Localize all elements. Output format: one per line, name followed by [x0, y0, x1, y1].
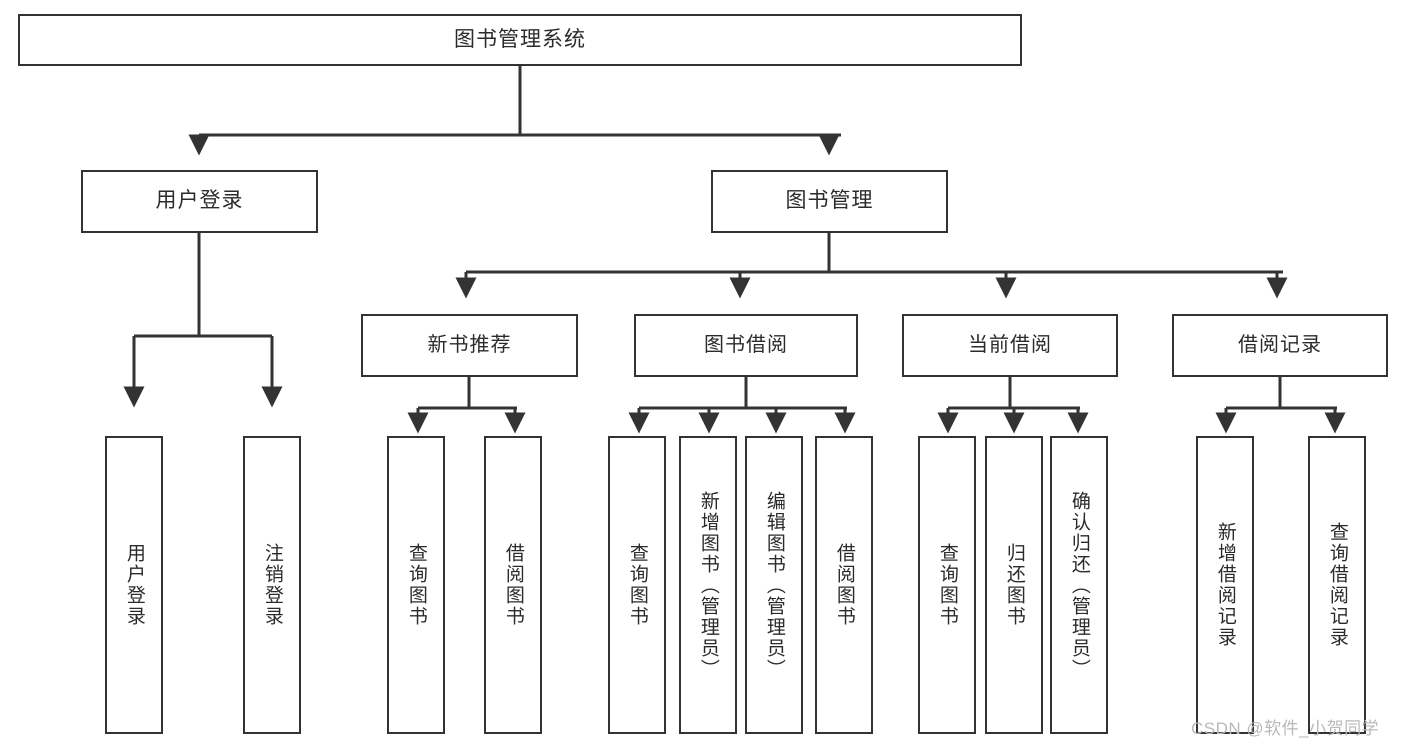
node-user-login[interactable]: 用户登录: [81, 170, 318, 233]
node-label: 确认归还（管理员）: [1068, 490, 1090, 680]
node-label: 新书推荐: [427, 334, 512, 356]
node-label: 归还图书: [1003, 543, 1025, 627]
node-label: 注销登录: [261, 543, 283, 627]
node-label: 当前借阅: [968, 334, 1052, 356]
node-label: 查询图书: [626, 543, 648, 627]
leaf-current-borrow-query[interactable]: 查询图书: [918, 436, 976, 734]
leaf-borrow-record-query[interactable]: 查询借阅记录: [1308, 436, 1366, 734]
leaf-user-login-logout[interactable]: 注销登录: [243, 436, 301, 734]
node-current-borrow[interactable]: 当前借阅: [902, 314, 1118, 377]
leaf-current-borrow-confirm-admin[interactable]: 确认归还（管理员）: [1050, 436, 1108, 734]
node-label: 查询图书: [936, 543, 958, 627]
leaf-book-borrow-edit-admin[interactable]: 编辑图书（管理员）: [745, 436, 803, 734]
node-label: 借阅记录: [1238, 334, 1322, 356]
leaf-book-borrow-add-admin[interactable]: 新增图书（管理员）: [679, 436, 737, 734]
node-label: 图书借阅: [704, 334, 788, 356]
node-label: 用户登录: [123, 543, 145, 627]
node-root-system[interactable]: 图书管理系统: [18, 14, 1022, 66]
leaf-user-login-login[interactable]: 用户登录: [105, 436, 163, 734]
node-borrow-record[interactable]: 借阅记录: [1172, 314, 1388, 377]
node-label: 借阅图书: [502, 543, 524, 627]
leaf-current-borrow-return[interactable]: 归还图书: [985, 436, 1043, 734]
leaf-book-borrow-query[interactable]: 查询图书: [608, 436, 666, 734]
node-new-book-recommend[interactable]: 新书推荐: [361, 314, 578, 377]
leaf-book-borrow-borrow[interactable]: 借阅图书: [815, 436, 873, 734]
node-label: 编辑图书（管理员）: [763, 490, 785, 680]
node-book-management[interactable]: 图书管理: [711, 170, 948, 233]
leaf-new-book-borrow[interactable]: 借阅图书: [484, 436, 542, 734]
node-label: 查询借阅记录: [1326, 522, 1348, 648]
node-label: 借阅图书: [833, 543, 855, 627]
leaf-borrow-record-add[interactable]: 新增借阅记录: [1196, 436, 1254, 734]
node-label: 新增图书（管理员）: [697, 490, 719, 680]
node-label: 图书管理: [785, 189, 874, 213]
node-book-borrow[interactable]: 图书借阅: [634, 314, 858, 377]
node-label: 查询图书: [405, 543, 427, 627]
node-label: 用户登录: [155, 189, 244, 213]
leaf-new-book-query[interactable]: 查询图书: [387, 436, 445, 734]
node-label: 新增借阅记录: [1214, 522, 1236, 648]
node-label: 图书管理系统: [454, 27, 586, 51]
